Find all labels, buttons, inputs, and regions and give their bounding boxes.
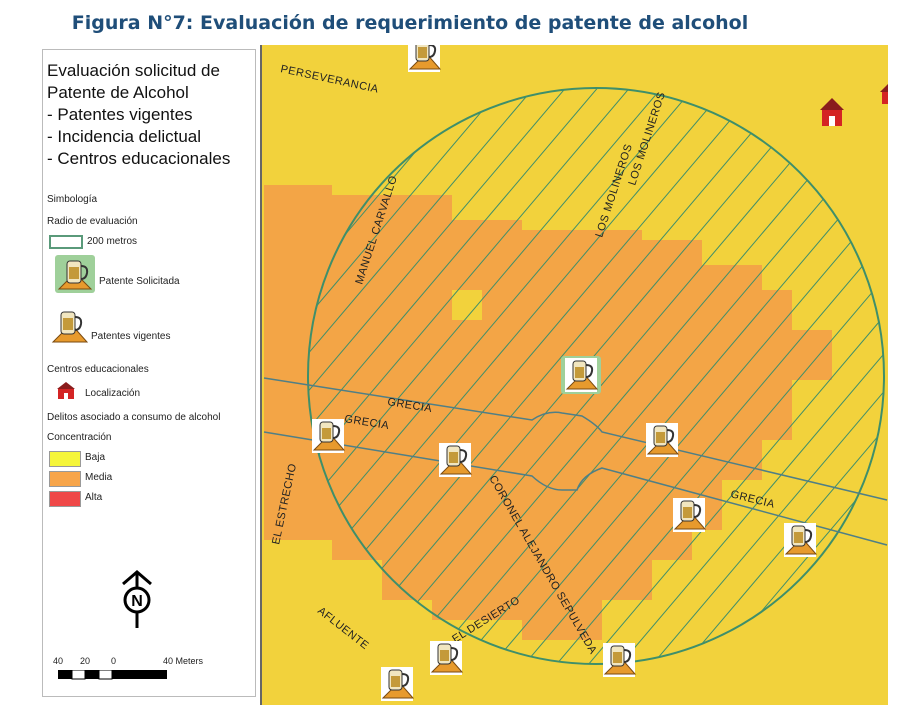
hatch-line <box>308 88 763 664</box>
beer-mug-icon[interactable] <box>672 497 706 533</box>
hatch-line <box>308 88 571 664</box>
hatch-line <box>457 88 884 664</box>
media-label: Media <box>85 472 113 483</box>
radio-swatch <box>49 235 83 249</box>
hatch-line <box>681 88 884 664</box>
beer-mug-icon[interactable] <box>602 642 636 678</box>
scale-tick: 0 <box>111 656 117 666</box>
scale-tick: 40 Meters <box>163 656 204 666</box>
beer-mug-icon[interactable] <box>429 640 463 676</box>
school-icon <box>57 382 75 399</box>
centros-heading: Centros educacionales <box>47 364 149 375</box>
alta-swatch <box>49 491 81 507</box>
evaluation-radius-circle[interactable] <box>307 87 885 665</box>
concentracion-heading: Concentración <box>47 432 112 443</box>
beer-mug-icon[interactable] <box>311 418 345 454</box>
map-canvas[interactable]: (function(){var g=document.currentScript… <box>262 37 900 705</box>
grecia-road <box>263 377 888 546</box>
hatch-line <box>308 88 731 664</box>
delitos-heading: Delitos asociado a consumo de alcohol <box>47 412 221 423</box>
hatch-line <box>308 88 699 664</box>
beer-mug-icon[interactable] <box>783 522 817 558</box>
alta-label: Alta <box>85 492 103 503</box>
simbologia-heading: Simbología <box>47 194 98 205</box>
baja-swatch <box>49 451 81 467</box>
figure-title: Figura N°7: Evaluación de requerimiento … <box>71 12 749 34</box>
legend-title-line: Patente de Alcohol <box>47 83 189 102</box>
beer-mug-icon <box>57 260 93 290</box>
beer-mug-icon[interactable] <box>438 442 472 478</box>
beer-mug-icon[interactable] <box>407 37 441 73</box>
map-legend: Evaluación solicitud de Patente de Alcoh… <box>42 49 256 697</box>
legend-title: Evaluación solicitud de Patente de Alcoh… <box>47 60 230 170</box>
school-icon[interactable] <box>820 98 844 126</box>
hatch-line <box>649 88 884 664</box>
scale-bar <box>58 670 167 680</box>
hatch-line <box>308 88 635 664</box>
north-arrow-icon: N <box>122 570 152 628</box>
scale-tick: 20 <box>80 656 91 666</box>
legend-title-line: - Centros educacionales <box>47 149 231 168</box>
hatch-line <box>617 88 884 664</box>
hatch-line <box>521 88 884 664</box>
hatch-line <box>585 88 884 664</box>
patente-solicitada-label: Patente Solicitada <box>99 276 180 287</box>
legend-title-line: - Incidencia delictual <box>47 127 202 146</box>
localizacion-label: Localización <box>85 388 141 399</box>
hatch-line <box>489 88 884 664</box>
scale-tick: 40 <box>53 656 64 666</box>
hatch-line <box>308 88 667 664</box>
beer-mug-icon[interactable] <box>564 357 598 393</box>
north-label: N <box>131 593 143 610</box>
patentes-vigentes-label: Patentes vigentes <box>91 331 171 342</box>
legend-title-line: - Patentes vigentes <box>47 105 193 124</box>
baja-label: Baja <box>85 452 106 463</box>
radio-label: 200 metros <box>87 236 138 247</box>
beer-mug-icon[interactable] <box>645 422 679 458</box>
legend-title-line: Evaluación solicitud de <box>47 61 220 80</box>
patente-solicitada-swatch <box>55 255 95 293</box>
low-concentration-cell <box>264 540 294 600</box>
hatch-line <box>308 88 603 664</box>
hatch-line <box>553 88 884 664</box>
hatch-line <box>308 88 539 664</box>
hatch-line <box>425 88 884 664</box>
map-view[interactable]: (function(){var g=document.currentScript… <box>260 37 900 705</box>
radio-heading: Radio de evaluación <box>47 216 138 227</box>
media-swatch <box>49 471 81 487</box>
beer-mug-icon <box>51 311 89 343</box>
beer-mug-icon[interactable] <box>380 666 414 702</box>
